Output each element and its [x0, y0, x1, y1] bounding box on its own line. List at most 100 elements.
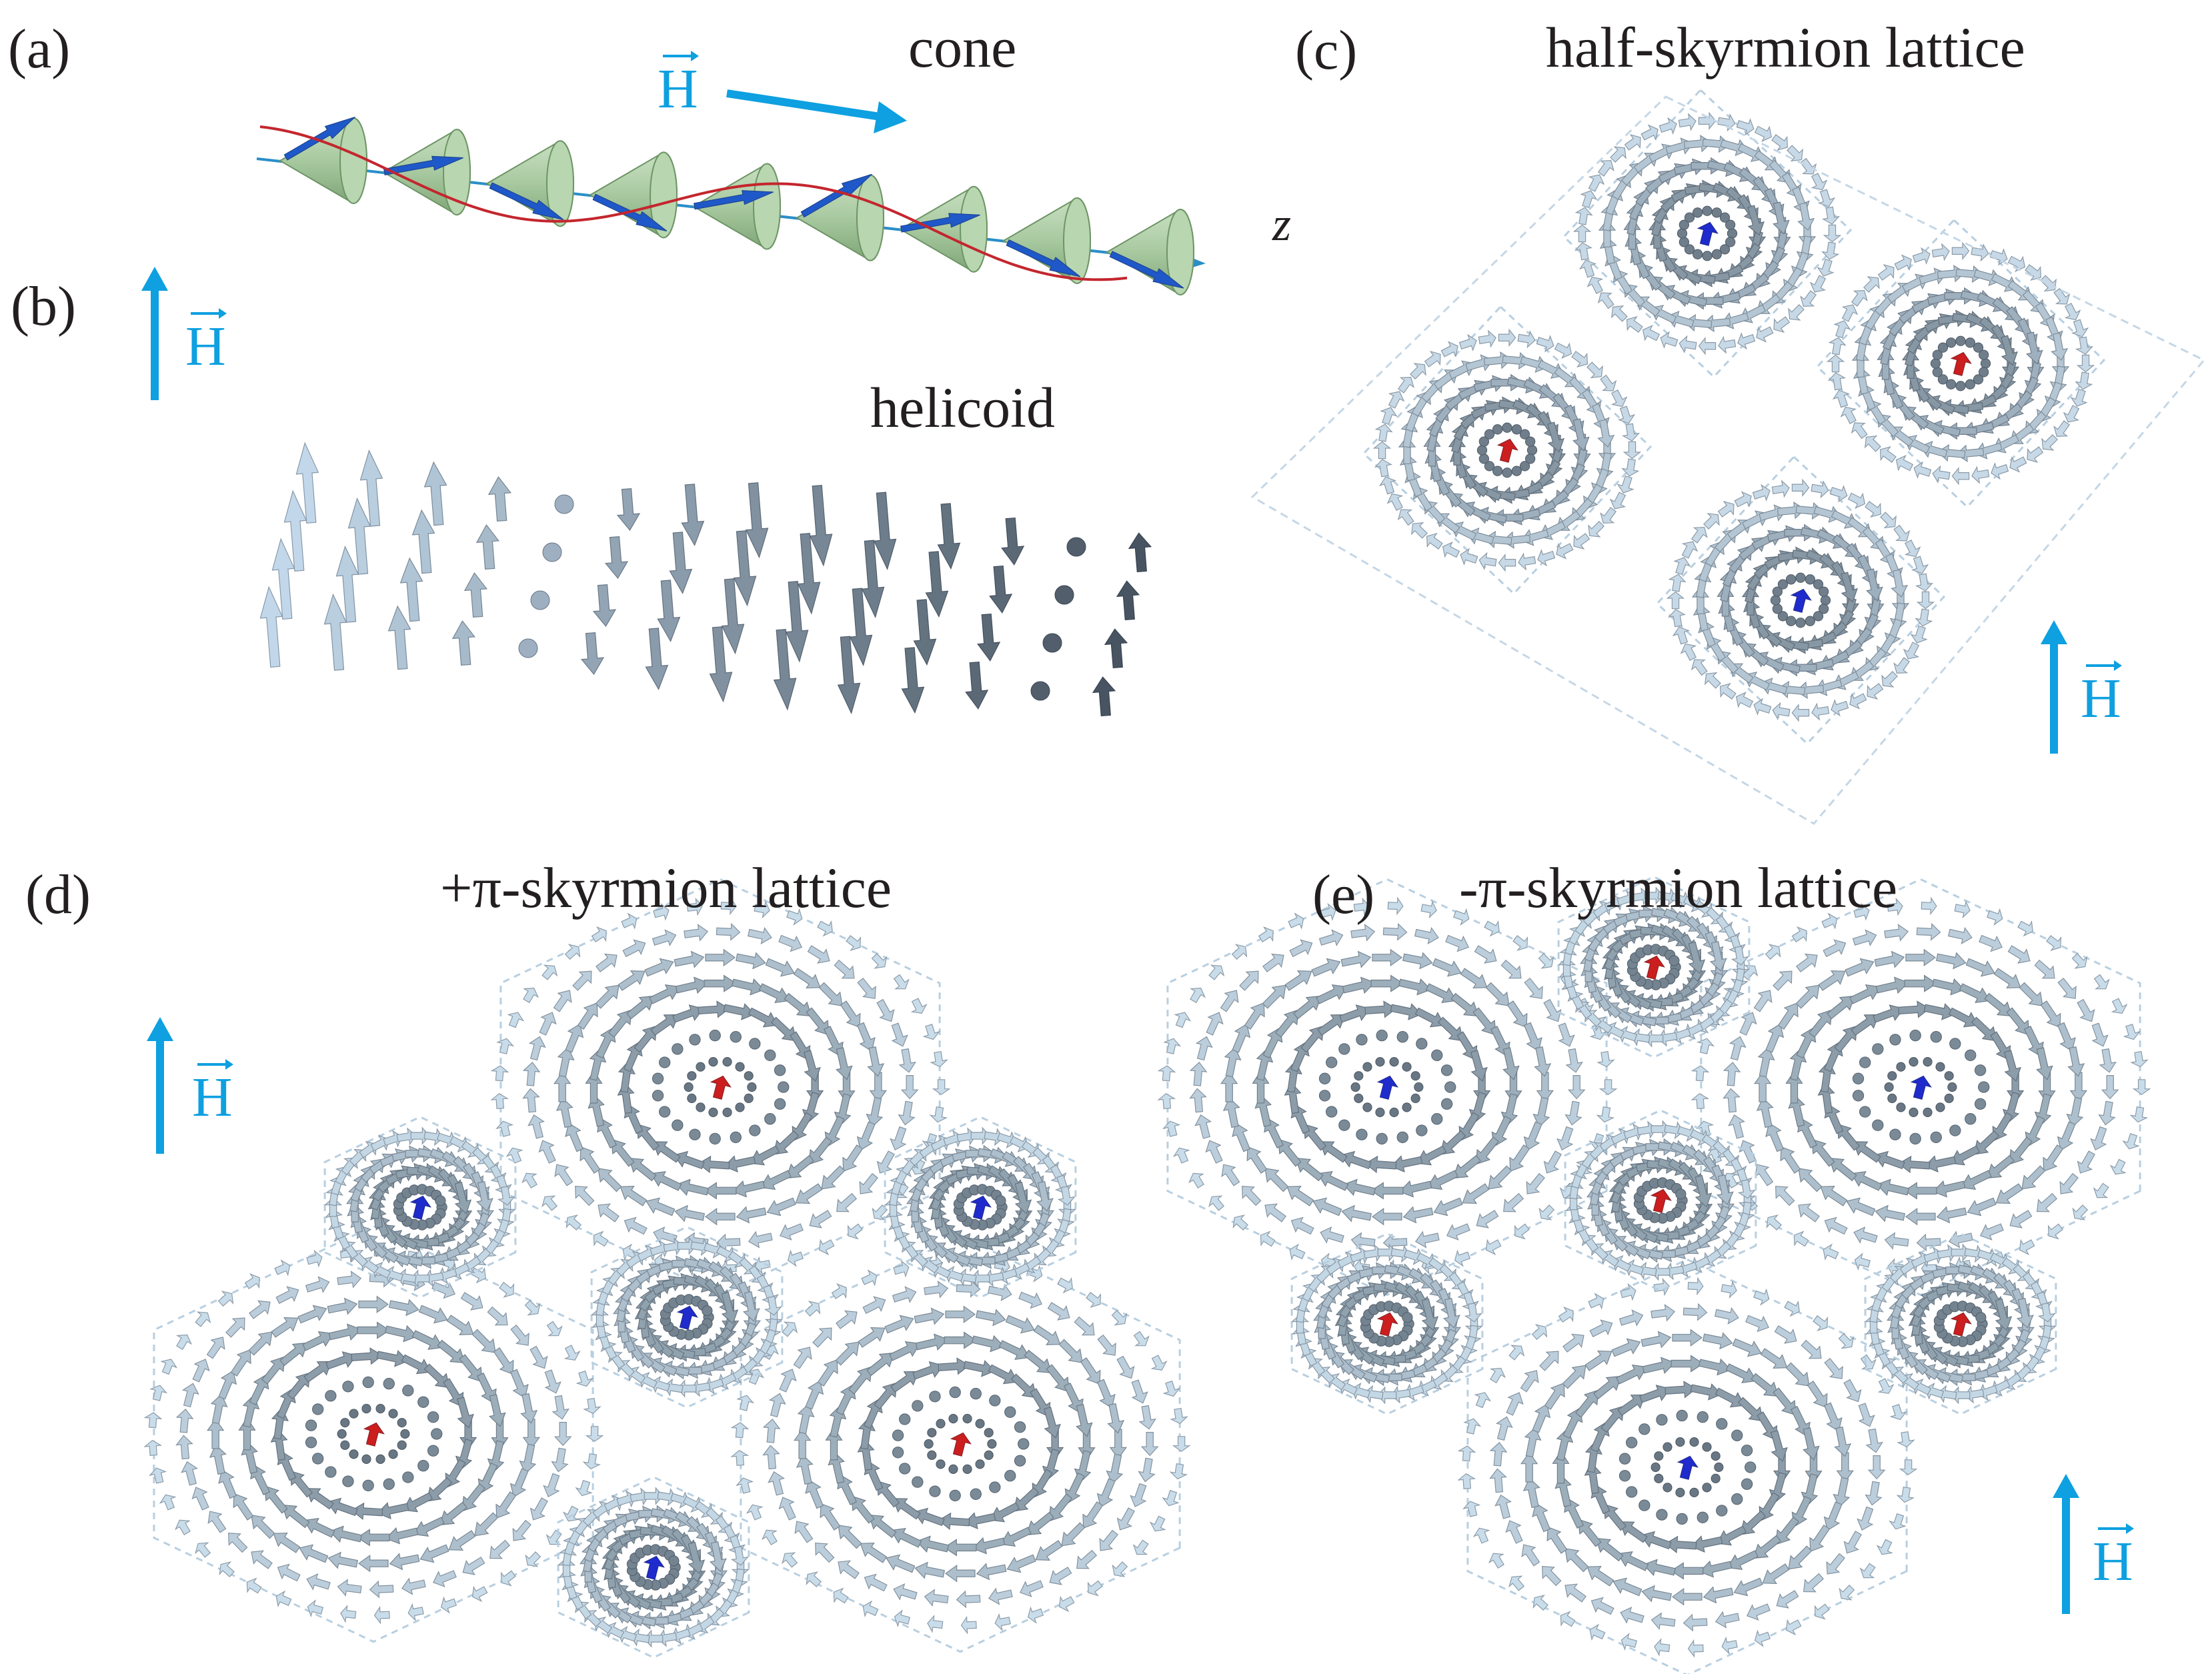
spin-arrow-icon: [912, 1361, 944, 1380]
spin-dot-icon: [383, 1478, 395, 1490]
spin-arrow-icon: [1785, 1362, 1810, 1387]
spin-arrow-icon: [1775, 1517, 1799, 1545]
spin-arrow-icon: [527, 1114, 545, 1139]
spin-arrow-icon: [460, 1292, 483, 1311]
spin-arrow-icon: [1414, 1230, 1440, 1248]
spin-arrow-icon: [2076, 354, 2095, 373]
spin-arrow-icon: [779, 1369, 797, 1393]
spin-arrow-icon: [1488, 1165, 1512, 1190]
spin-dot-icon: [1786, 574, 1797, 585]
spin-arrow-icon: [1376, 1312, 1398, 1337]
spin-arrow-icon: [1838, 1333, 1855, 1349]
spin-arrow-icon: [279, 1342, 308, 1367]
spin-dot-icon: [684, 1082, 694, 1092]
spin-arrow-icon: [207, 1418, 225, 1449]
spin-arrow-icon: [988, 1587, 1013, 1605]
spin-arrow-icon: [564, 944, 581, 960]
spin-dot-icon: [987, 1439, 997, 1449]
spin-dot-icon: [689, 1128, 701, 1140]
spin-arrow-icon: [1951, 241, 1970, 261]
spin-arrow-icon: [804, 1301, 821, 1317]
spin-arrow-icon: [1340, 950, 1372, 968]
spin-arrow-icon: [1370, 974, 1404, 992]
spin-arrow-icon: [477, 1462, 498, 1494]
spin-dot-icon: [1431, 1049, 1443, 1061]
spin-arrow-icon: [209, 1444, 227, 1475]
spin-arrow-icon: [1691, 659, 1708, 676]
spin-arrow-icon: [1865, 1428, 1883, 1453]
spin-arrow-icon: [1824, 1216, 1848, 1235]
spin-arrow-icon: [1725, 1363, 1757, 1384]
spin-arrow-icon: [557, 1046, 575, 1078]
spin-arrow-icon: [1560, 1611, 1576, 1627]
spin-arrow-icon: [1984, 992, 2013, 1017]
spin-arrow-icon: [1841, 304, 1859, 322]
spin-dot-icon: [431, 1428, 443, 1440]
spin-arrow-icon: [440, 1596, 457, 1614]
spin-arrow-icon: [674, 1204, 706, 1222]
spin-arrow-icon: [2007, 945, 2031, 964]
spin-arrow-icon: [1284, 970, 1312, 991]
spin-arrow-icon: [1458, 1112, 1480, 1142]
spin-arrow-icon: [335, 545, 359, 623]
spin-arrow-icon: [1703, 1586, 1734, 1604]
spin-arrow-icon: [1797, 202, 1815, 231]
spin-arrow-icon: [1753, 1288, 1770, 1306]
spin-arrow-icon: [1498, 554, 1516, 572]
panel-title-plus-pi-skyrmion: +π-skyrmion lattice: [440, 856, 892, 920]
spin-arrow-icon: [782, 1552, 798, 1568]
spin-arrow-icon: [720, 896, 737, 916]
spin-dot-icon: [1786, 616, 1797, 626]
spin-dot-icon: [1656, 1509, 1668, 1521]
spin-arrow-icon: [805, 1479, 824, 1509]
spin-arrow-icon: [977, 613, 1001, 662]
spin-arrow-icon: [1756, 326, 1774, 343]
spin-arrow-icon: [1320, 1226, 1344, 1244]
spin-dot-icon: [764, 1113, 776, 1125]
spin-arrow-icon: [411, 1330, 443, 1351]
spin-dot-icon: [1813, 579, 1824, 590]
spin-arrow-icon: [2059, 1172, 2079, 1194]
spin-dot-icon: [1354, 1093, 1364, 1103]
spin-arrow-icon: [454, 1181, 472, 1214]
spin-arrow-icon: [1653, 1277, 1670, 1297]
spin-arrow-icon: [1777, 1002, 1799, 1030]
spin-dot-icon: [1980, 358, 1991, 369]
spin-dot-icon: [1965, 1049, 1977, 1061]
spin-arrow-icon: [684, 924, 709, 942]
spin-arrow-icon: [1564, 1100, 1582, 1126]
spin-arrow-icon: [1291, 1314, 1310, 1334]
spin-arrow-icon: [1626, 315, 1643, 333]
spin-arrow-icon: [652, 929, 677, 946]
spin-arrow-icon: [890, 1527, 922, 1548]
field-arrow-icon: [141, 267, 168, 291]
spin-arrow-icon: [1991, 462, 2009, 480]
spin-dot-icon: [1654, 1451, 1664, 1461]
spin-arrow-icon: [618, 970, 646, 991]
spin-arrow-icon: [1340, 1150, 1372, 1170]
spin-arrow-icon: [1611, 1338, 1641, 1357]
spin-arrow-icon: [836, 1384, 856, 1416]
spin-arrow-icon: [525, 1551, 541, 1567]
spin-arrow-icon: [944, 1539, 977, 1557]
spin-arrow-icon: [1133, 1331, 1150, 1347]
cone-icon: [589, 151, 678, 239]
spin-arrow-icon: [1642, 1559, 1677, 1577]
spin-dot-icon: [778, 1081, 790, 1093]
spin-dot-icon: [383, 1378, 395, 1390]
spin-arrow-icon: [925, 551, 949, 618]
spin-arrow-icon: [746, 1504, 764, 1521]
spin-arrow-icon: [1609, 492, 1626, 510]
spin-arrow-icon: [848, 1366, 872, 1395]
spin-arrow-icon: [160, 1359, 178, 1375]
spin-arrow-icon: [1476, 1210, 1499, 1228]
spin-arrow-icon: [328, 1323, 362, 1341]
spin-arrow-icon: [1716, 1174, 1734, 1206]
spin-arrow-icon: [489, 1539, 511, 1559]
spin-arrow-icon: [1780, 1146, 1801, 1174]
spin-arrow-icon: [2132, 1079, 2151, 1095]
spin-arrow-icon: [782, 1321, 798, 1337]
spin-arrow-icon: [529, 1345, 548, 1369]
spin-arrow-icon: [1532, 1595, 1548, 1611]
